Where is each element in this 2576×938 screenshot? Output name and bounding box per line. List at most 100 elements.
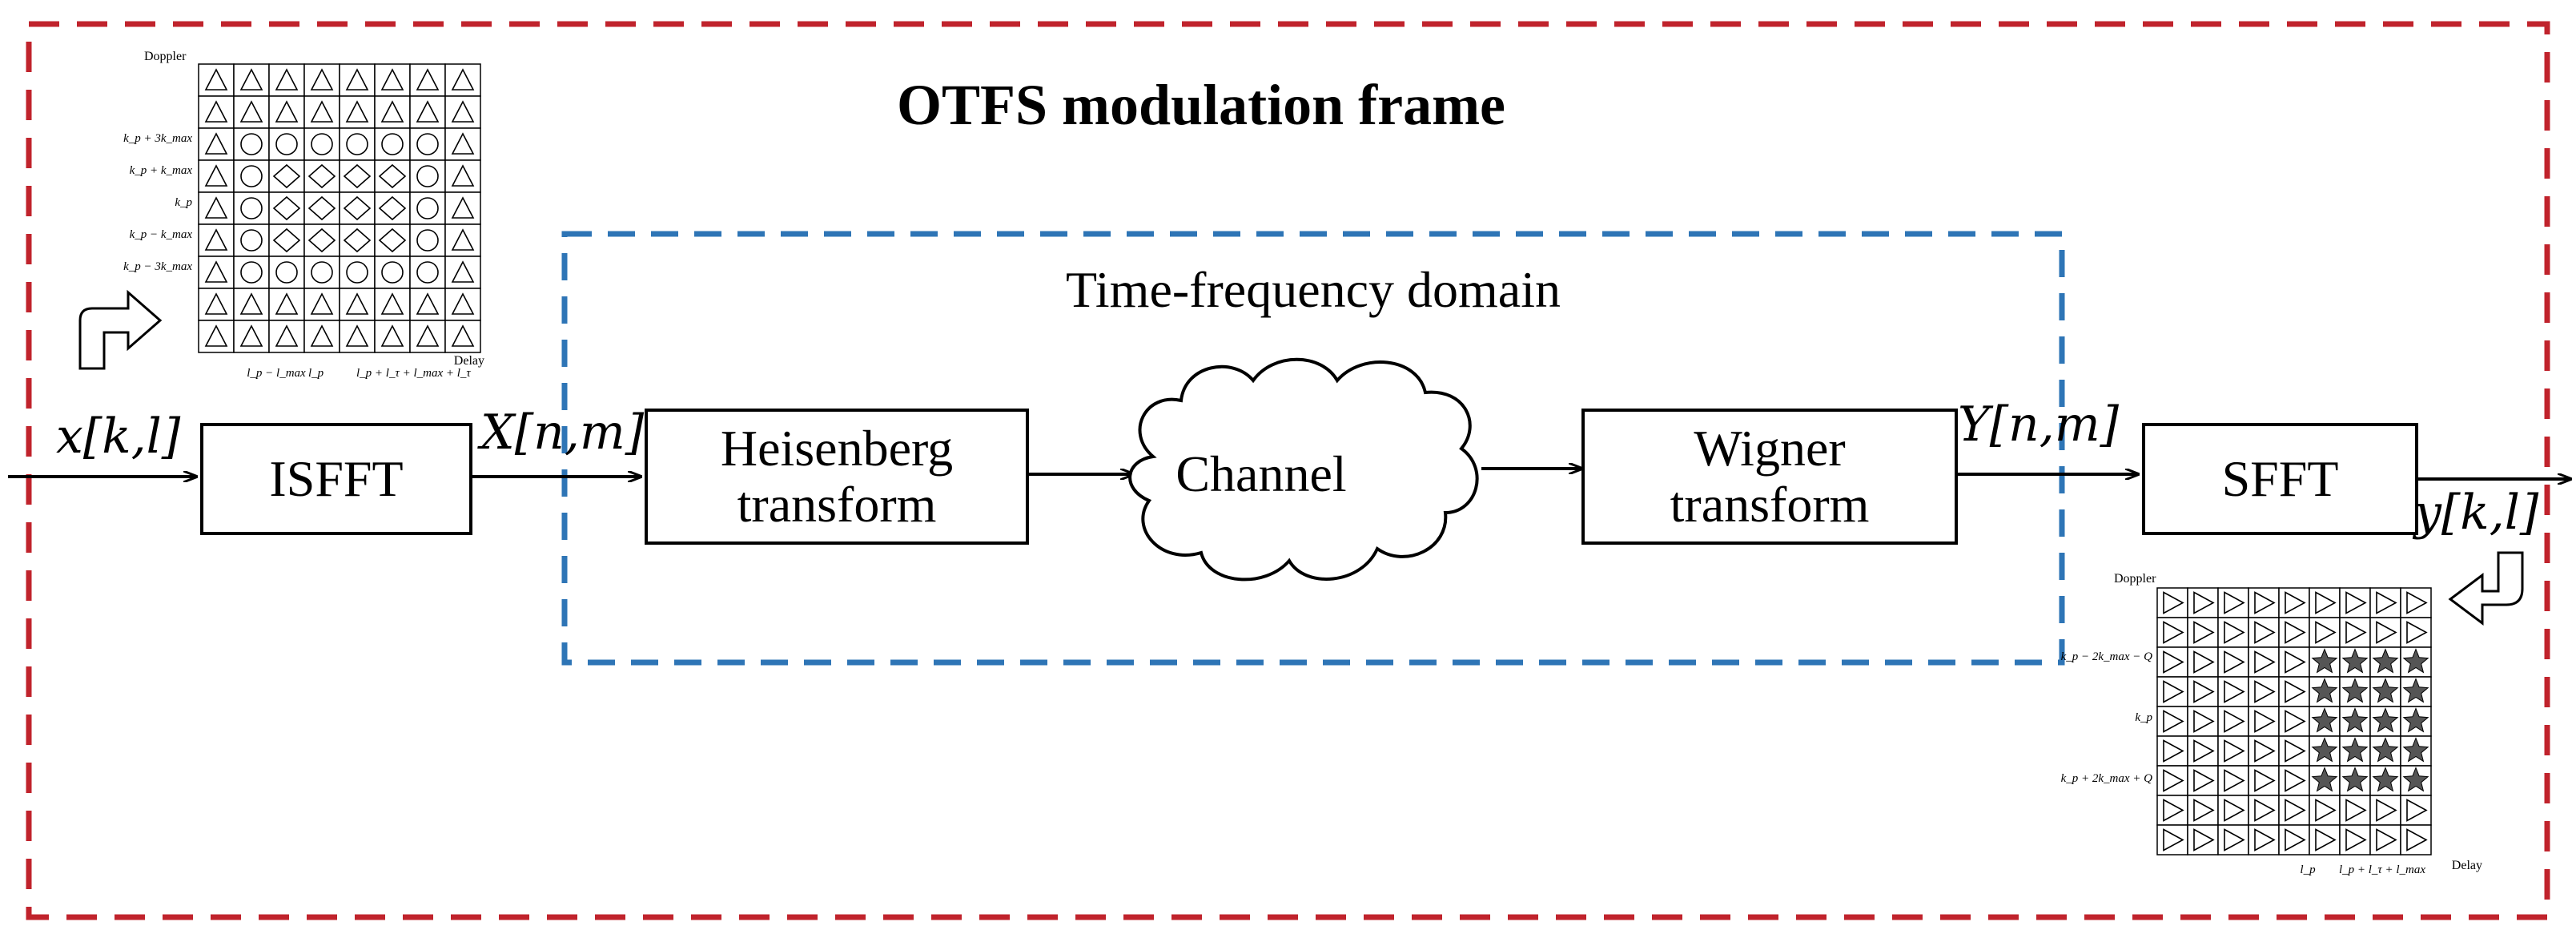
tx-col-label-2: l_p + l_τ + l_max + l_τ bbox=[356, 367, 471, 380]
rx-grid-symbol bbox=[2315, 621, 2337, 644]
tx-grid-cells bbox=[198, 63, 481, 353]
rx-grid-symbol bbox=[2193, 769, 2215, 792]
tx-grid-symbol bbox=[204, 68, 228, 91]
tx-col-label-1: l_p bbox=[308, 367, 324, 380]
wigner-label-2: transform bbox=[1670, 476, 1870, 533]
tx-grid-symbol bbox=[240, 261, 263, 284]
rx-grid-symbol bbox=[2402, 737, 2429, 763]
rx-grid-symbol bbox=[2315, 828, 2337, 851]
tf-domain-border bbox=[561, 231, 2065, 666]
tx-grid-symbol bbox=[345, 68, 369, 91]
tx-grid-cell bbox=[409, 320, 446, 353]
tx-grid-symbol bbox=[345, 324, 369, 347]
rx-grid-symbol bbox=[2311, 767, 2338, 792]
rx-grid-symbol bbox=[2163, 769, 2184, 792]
rx-grid-symbol bbox=[2406, 591, 2428, 614]
rx-grid-symbol bbox=[2254, 799, 2276, 822]
rx-grid-symbol bbox=[2341, 767, 2369, 792]
tx-grid-cell bbox=[374, 256, 411, 289]
rx-grid-symbol bbox=[2224, 799, 2245, 822]
tx-grid-cell bbox=[409, 256, 446, 289]
tx-grid-symbol bbox=[275, 133, 298, 155]
rx-grid-symbol bbox=[2311, 678, 2338, 703]
tx-grid-symbol bbox=[346, 133, 368, 155]
rx-grid-symbol bbox=[2163, 799, 2184, 822]
otfs-frame-border bbox=[26, 21, 2550, 920]
bent-arrow-up-right bbox=[78, 289, 163, 370]
tx-grid-symbol bbox=[272, 195, 301, 221]
rx-grid-symbol bbox=[2224, 710, 2245, 733]
tx-grid-symbol bbox=[240, 133, 263, 155]
rx-grid-symbol bbox=[2193, 621, 2215, 644]
rx-grid-symbol bbox=[2224, 621, 2245, 644]
rx-col-label-0: l_p bbox=[2300, 864, 2316, 876]
wigner-label-1: Wigner bbox=[1694, 419, 1846, 477]
rx-grid-symbol bbox=[2406, 799, 2428, 822]
tx-grid-symbol bbox=[204, 132, 228, 155]
tx-grid-cell bbox=[409, 288, 446, 321]
rx-grid-symbol bbox=[2254, 680, 2276, 703]
rx-grid-symbol bbox=[2254, 710, 2276, 733]
rx-grid-symbol bbox=[2224, 650, 2245, 674]
tx-grid-symbol bbox=[451, 228, 475, 251]
tx-grid-symbol bbox=[275, 324, 299, 347]
tx-grid-cell bbox=[233, 191, 270, 225]
rx-grid-symbol bbox=[2163, 739, 2184, 763]
rx-col-label-1: l_p + l_τ + l_max bbox=[2339, 864, 2425, 876]
rx-grid-symbol bbox=[2193, 650, 2215, 674]
sfft-block: SFFT bbox=[2142, 423, 2418, 535]
rx-grid-symbol bbox=[2311, 737, 2338, 763]
rx-row-label-1: k_p bbox=[2135, 711, 2152, 724]
tx-grid-symbol bbox=[311, 133, 333, 155]
rx-grid-symbol bbox=[2376, 799, 2397, 822]
tx-grid-symbol bbox=[378, 227, 407, 253]
tx-delay-doppler-grid: Doppler Delay k_p + 3k_max k_p + k_max k… bbox=[123, 50, 484, 380]
rx-grid-symbol bbox=[2254, 769, 2276, 792]
rx-row-label-0: k_p − 2k_max − Q bbox=[2061, 650, 2153, 663]
rx-grid-symbol bbox=[2406, 621, 2428, 644]
tx-grid-cell bbox=[268, 127, 305, 161]
tx-grid-symbol bbox=[310, 292, 334, 315]
tx-grid-cell bbox=[409, 159, 446, 193]
tx-grid-cell bbox=[409, 223, 446, 257]
tx-grid-symbol bbox=[451, 260, 475, 283]
heisenberg-block: Heisenberg transform bbox=[645, 409, 1029, 545]
tx-grid-symbol bbox=[416, 197, 439, 219]
tx-grid-symbol bbox=[381, 133, 404, 155]
tx-grid-symbol bbox=[380, 292, 404, 315]
tx-grid-cell bbox=[233, 256, 270, 289]
rx-grid-symbol bbox=[2254, 828, 2276, 851]
signal-X-nm: X[n,m] bbox=[480, 405, 645, 461]
tx-grid-symbol bbox=[311, 261, 333, 284]
tx-grid-symbol bbox=[416, 68, 440, 91]
rx-grid-symbol bbox=[2376, 828, 2397, 851]
rx-grid-symbol bbox=[2285, 769, 2306, 792]
tx-grid-symbol bbox=[451, 68, 475, 91]
tx-grid-symbol bbox=[416, 229, 439, 252]
rx-grid-symbol bbox=[2341, 737, 2369, 763]
tx-grid-symbol bbox=[240, 165, 263, 187]
rx-grid-symbol bbox=[2402, 678, 2429, 703]
rx-grid-symbol bbox=[2163, 828, 2184, 851]
rx-grid-symbol bbox=[2372, 707, 2399, 733]
tx-grid-symbol bbox=[240, 197, 263, 219]
tx-grid-symbol bbox=[204, 100, 228, 123]
tx-grid-cell bbox=[233, 159, 270, 193]
tx-grid-symbol bbox=[204, 196, 228, 219]
isfft-block: ISFFT bbox=[200, 423, 472, 535]
tx-grid-cell bbox=[233, 127, 270, 161]
tx-grid-symbol bbox=[416, 133, 439, 155]
rx-grid-symbol bbox=[2254, 621, 2276, 644]
tx-grid-symbol bbox=[345, 292, 369, 315]
diagram-title: OTFS modulation frame bbox=[897, 73, 1506, 137]
tx-grid-symbol bbox=[451, 132, 475, 155]
tx-grid-symbol bbox=[240, 229, 263, 252]
tx-grid-symbol bbox=[416, 100, 440, 123]
tx-grid-cell bbox=[303, 256, 340, 289]
rx-grid-symbol bbox=[2285, 828, 2306, 851]
rx-grid-symbol bbox=[2224, 769, 2245, 792]
rx-grid-symbol bbox=[2341, 707, 2369, 733]
rx-grid-symbol bbox=[2254, 591, 2276, 614]
rx-grid-cell bbox=[2187, 646, 2219, 678]
